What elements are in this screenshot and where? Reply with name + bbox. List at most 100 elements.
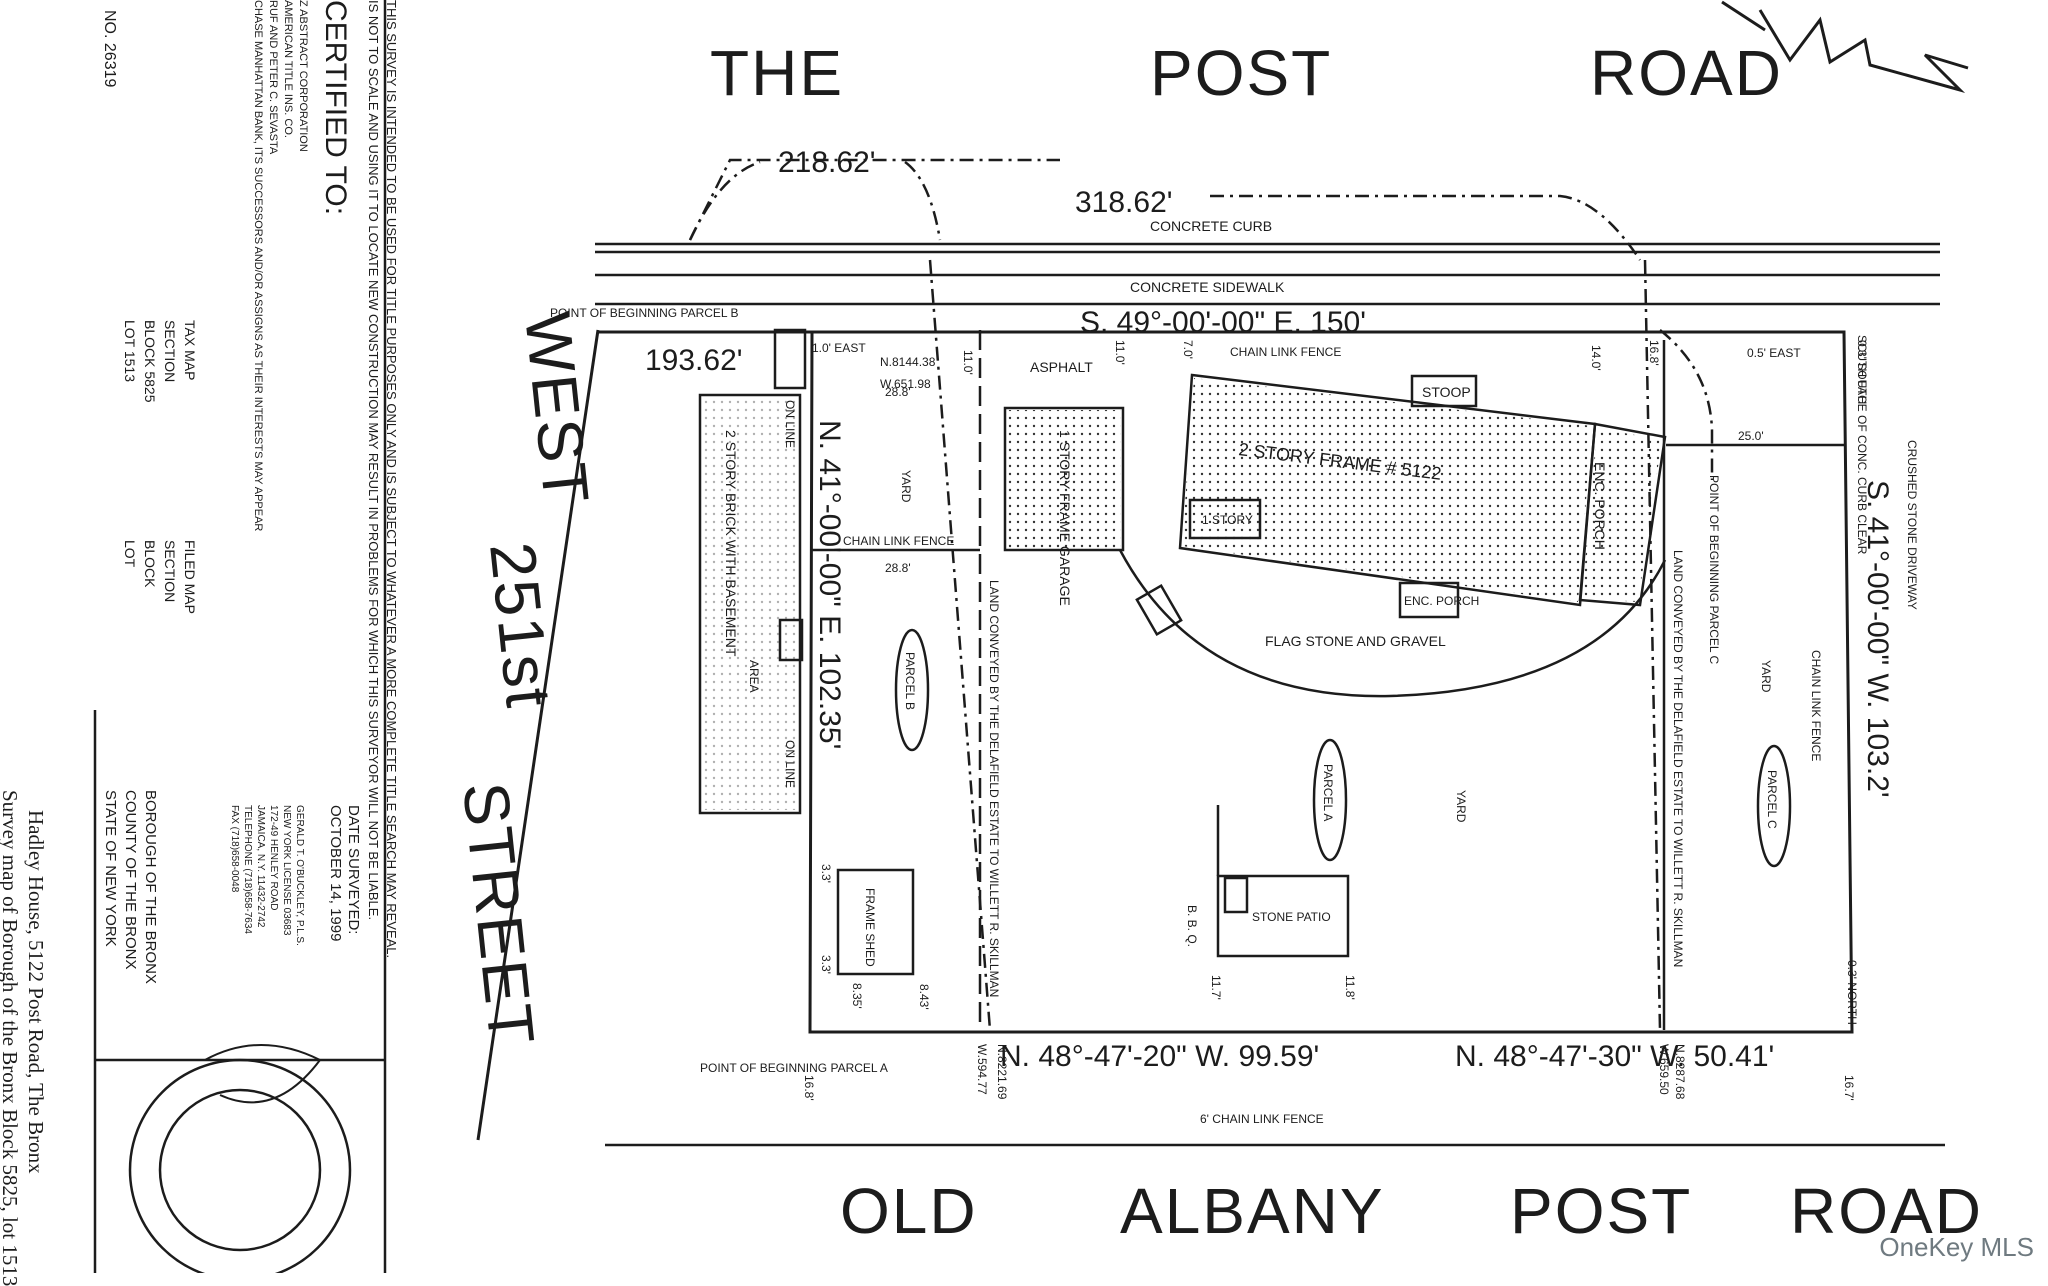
borough-line-2: COUNTY OF THE BRONX bbox=[122, 790, 139, 970]
label-enc-porch-lower: ENC. PORCH bbox=[1404, 594, 1479, 608]
surveyor-license: NEW YORK LICENSE 03683 bbox=[281, 805, 292, 936]
north-line-bearing: S. 49°-00'-00" E. 150' bbox=[1080, 306, 1366, 339]
survey-notes: THIS SURVEY IS INTENDED TO BE USED FOR T… bbox=[364, 0, 400, 958]
label-south-03: 0.3' SOUTH bbox=[1855, 340, 1869, 404]
cert-list: Z ABSTRACT CORPORATION AMERICAN TITLE IN… bbox=[250, 0, 310, 531]
property-boundary bbox=[808, 330, 1854, 1034]
watermark: OneKey MLS bbox=[1879, 1232, 2034, 1262]
borough-line-3: STATE OF NEW YORK bbox=[102, 790, 119, 947]
surveyor-seal bbox=[128, 1058, 352, 1273]
label-garage: 1 STORY FRAME GARAGE bbox=[1057, 430, 1073, 606]
north-arrow-icon bbox=[1721, 0, 1969, 93]
label-yard-a: YARD bbox=[1454, 790, 1468, 823]
label-north-03: 0.3' NORTH bbox=[1845, 960, 1859, 1025]
caption-1: Hadley House, 5122 Post Road, The Bronx bbox=[24, 810, 48, 1174]
label-frame-shed: FRAME SHED bbox=[863, 888, 877, 967]
label-east-1: 1.0' EAST bbox=[812, 341, 866, 355]
label-one-story: 1 STORY bbox=[1202, 513, 1253, 527]
tax-map-block: BLOCK 5825 bbox=[142, 320, 158, 403]
label-pob-b: POINT OF BEGINNING PARCEL B bbox=[550, 306, 738, 320]
road-top-the: THE bbox=[710, 37, 844, 109]
date-surveyed-label: DATE SURVEYED: bbox=[345, 805, 362, 935]
label-land-conveyed-b: LAND CONVEYED BY THE DELAFIELD ESTATE TO… bbox=[987, 580, 1001, 997]
label-843: 8.43' bbox=[917, 984, 931, 1010]
label-bbq: B. B. Q. bbox=[1185, 905, 1199, 947]
label-enc-porch: ENC. PORCH bbox=[1592, 462, 1608, 550]
label-835: 8.35' bbox=[850, 983, 864, 1009]
dim-218: 218.62' bbox=[778, 146, 876, 179]
tax-map-label: TAX MAP bbox=[182, 320, 198, 381]
label-coord-b-w: W.651.98 bbox=[880, 377, 931, 391]
label-area: AREA bbox=[747, 660, 761, 693]
filed-map: FILED MAP SECTION BLOCK LOT bbox=[120, 540, 200, 614]
label-stoop: STOOP bbox=[1422, 384, 1471, 400]
label-coord-a-n: N.8221.69 bbox=[995, 1044, 1009, 1100]
tax-map-lot: LOT 1513 bbox=[122, 320, 138, 383]
road-side-street: STREET bbox=[449, 779, 548, 1050]
label-168-top: 16.8' bbox=[1647, 340, 1661, 366]
label-250: 25.0' bbox=[1738, 429, 1764, 443]
date-surveyed-value: OCTOBER 14, 1999 bbox=[327, 805, 344, 942]
filed-map-label: FILED MAP bbox=[182, 540, 198, 614]
label-coord-a-w: W.594.77 bbox=[975, 1044, 989, 1095]
label-yard-b: YARD bbox=[899, 470, 913, 503]
date-surveyed: DATE SURVEYED: OCTOBER 14, 1999 bbox=[326, 805, 362, 941]
note-2: IS NOT TO SCALE AND USING IT TO LOCATE N… bbox=[366, 0, 381, 921]
surveyor-telephone: TELEPHONE (718)658-7634 bbox=[242, 805, 253, 934]
label-167: 16.7' bbox=[1842, 1075, 1856, 1101]
east-line-bearing: S. 41°-00'-00" W. 103.2' bbox=[1861, 480, 1894, 798]
label-118: 11.8' bbox=[1343, 975, 1357, 1000]
road-top-post: POST bbox=[1150, 37, 1332, 109]
borough-line-1: BOROUGH OF THE BRONX bbox=[142, 790, 159, 984]
label-110-right: 11.0' bbox=[1113, 340, 1127, 365]
label-pob-c: POINT OF BEGINNING PARCEL C bbox=[1707, 475, 1721, 664]
label-288-top: 28.8' bbox=[885, 385, 911, 399]
note-1: THIS SURVEY IS INTENDED TO BE USED FOR T… bbox=[384, 0, 399, 959]
cert-line-1: Z ABSTRACT CORPORATION bbox=[297, 0, 309, 152]
label-parcel-b: PARCEL B bbox=[903, 652, 917, 710]
surveyor-city: JAMAICA, N.Y. 11432-2742 bbox=[255, 805, 266, 928]
dim-193: 193.62' bbox=[645, 344, 743, 377]
label-chain-link-fence-top: CHAIN LINK FENCE bbox=[1230, 345, 1341, 359]
road-side-west: WEST bbox=[511, 309, 603, 508]
cert-line-3: RUF AND PETER C. SEVASTA bbox=[267, 0, 279, 155]
job-number: NO. 26319 bbox=[101, 10, 118, 88]
road-bottom-road: ROAD bbox=[1790, 1175, 1983, 1247]
label-on-line-top: ON LINE bbox=[783, 400, 797, 448]
south-line-a: N. 48°-47'-20" W. 99.59' bbox=[1000, 1040, 1319, 1073]
road-bottom-post: POST bbox=[1510, 1175, 1692, 1247]
label-288-bottom: 28.8' bbox=[885, 561, 911, 575]
label-70: 7.0' bbox=[1181, 340, 1195, 359]
label-stone-patio: STONE PATIO bbox=[1252, 910, 1331, 924]
label-117: 11.7' bbox=[1209, 975, 1223, 1000]
label-chain-link-fence-6: 6' CHAIN LINK FENCE bbox=[1200, 1112, 1324, 1126]
filed-map-block: BLOCK bbox=[142, 540, 158, 588]
dim-318: 318.62' bbox=[1075, 186, 1173, 219]
label-concrete-curb: CONCRETE CURB bbox=[1150, 218, 1272, 234]
road-bottom-albany: ALBANY bbox=[1120, 1175, 1385, 1247]
label-east-05: 0.5' EAST bbox=[1747, 346, 1801, 360]
surveyor-info: GERALD T. O'BUCKLEY, P.L.S. NEW YORK LIC… bbox=[228, 805, 306, 946]
filed-map-section: SECTION bbox=[162, 540, 178, 603]
road-side-251st: 251st bbox=[476, 539, 565, 712]
surveyor-street: 172-49 HENLEY ROAD bbox=[268, 805, 279, 911]
certified-to: CERTIFIED TO: bbox=[319, 0, 352, 216]
cert-line-2: AMERICAN TITLE INS. CO. bbox=[282, 0, 294, 138]
tax-map-section: SECTION bbox=[162, 320, 178, 383]
label-land-conveyed-c: LAND CONVEYED BY THE DELAFIELD ESTATE TO… bbox=[1671, 550, 1685, 967]
label-on-line-bottom: ON LINE bbox=[783, 740, 797, 788]
caption-2: Survey map of Borough of the Bronx Block… bbox=[0, 790, 22, 1286]
label-chain-link-fence-east: CHAIN LINK FENCE bbox=[1809, 650, 1823, 761]
surveyor-fax: FAX (718)658-0048 bbox=[229, 805, 240, 893]
label-coord-b-n: N.8144.38 bbox=[880, 355, 936, 369]
label-concrete-sidewalk: CONCRETE SIDEWALK bbox=[1130, 279, 1285, 295]
label-pob-a: POINT OF BEGINNING PARCEL A bbox=[700, 1061, 888, 1075]
label-south-face: SOUTH FACE OF CONC. CURB CLEAR bbox=[1855, 335, 1869, 555]
label-chain-link-fence-yard: CHAIN LINK FENCE bbox=[843, 534, 954, 548]
label-coord-c-w: W.659.50 bbox=[1657, 1044, 1671, 1095]
label-110-left: 11.0' bbox=[961, 350, 975, 375]
label-33-bottom: 3.3' bbox=[819, 955, 833, 974]
filed-map-lot: LOT bbox=[122, 540, 138, 568]
label-140: 14.0' bbox=[1589, 345, 1603, 371]
